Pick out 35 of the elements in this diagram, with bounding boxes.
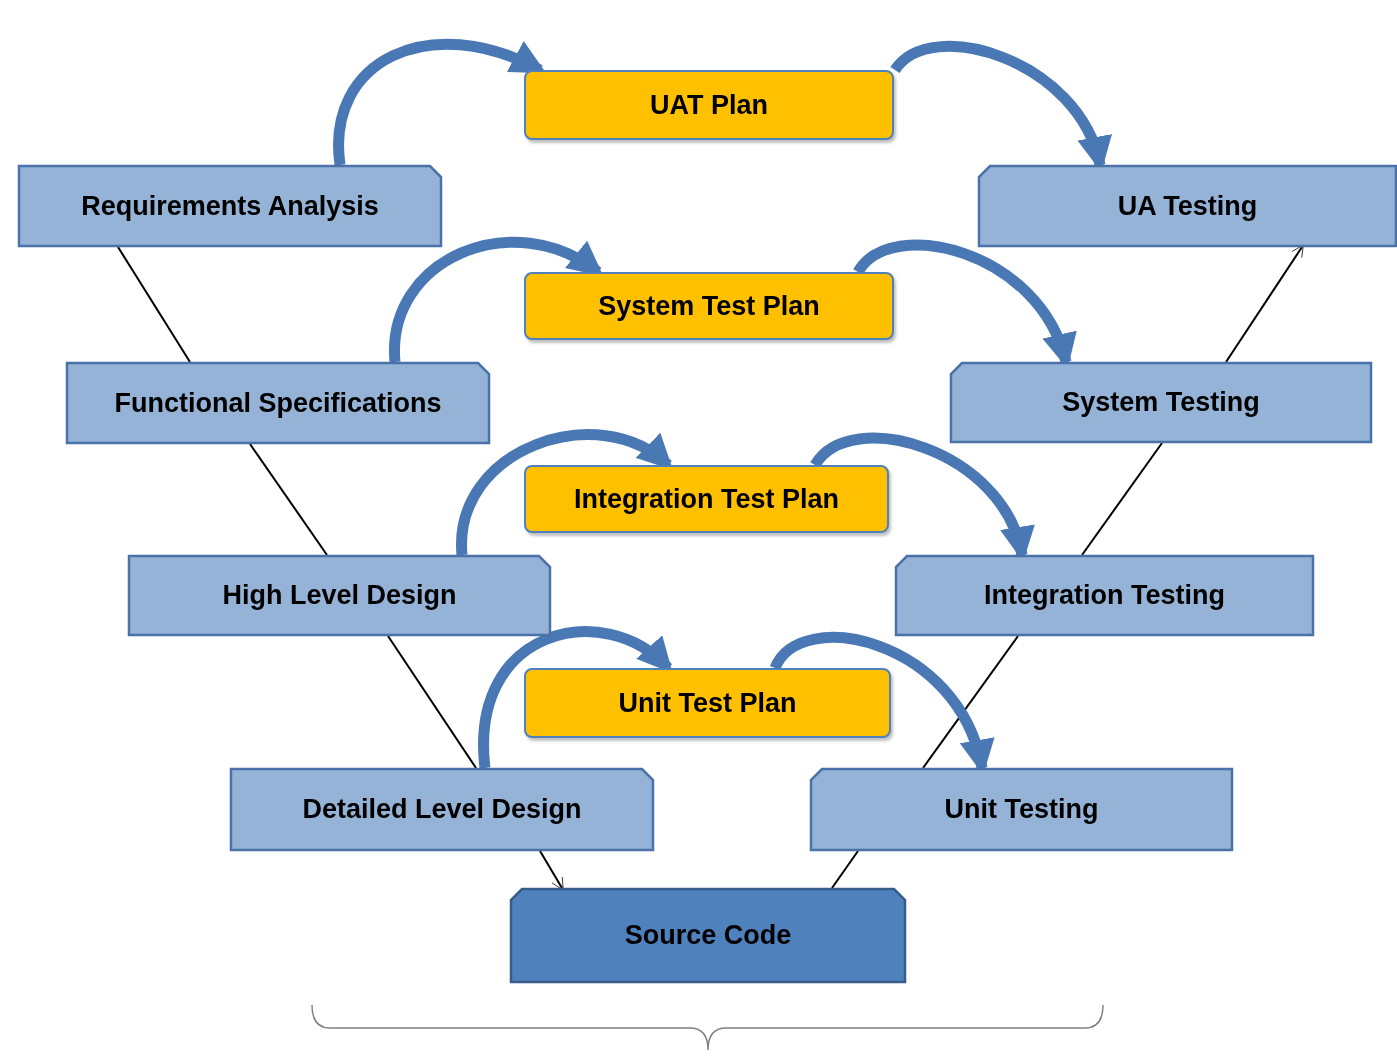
box-label: Unit Test Plan (618, 687, 797, 719)
connector-line (249, 443, 328, 556)
box-label: Unit Testing (944, 794, 1099, 825)
process-box (895, 555, 1314, 636)
curved-arrow (456, 429, 674, 556)
box-label: High Level Design (222, 580, 457, 611)
process-box (18, 165, 442, 247)
connector-line (922, 635, 1019, 769)
curved-arrow (478, 626, 674, 769)
connector-line (387, 635, 477, 769)
process-box (950, 362, 1372, 443)
connector-line (117, 246, 191, 363)
process-box (510, 888, 906, 983)
box-label: Functional Specifications (114, 387, 442, 419)
process-box (978, 165, 1397, 247)
box-label: Requirements Analysis (81, 190, 379, 222)
box-label: UAT Plan (650, 89, 768, 121)
connector-line (831, 850, 859, 889)
plan-box (524, 668, 891, 738)
plan-box (524, 465, 889, 533)
process-box (66, 362, 490, 444)
box-label: Source Code (624, 920, 792, 951)
plan-box (524, 272, 894, 340)
process-box (810, 768, 1233, 851)
plan-box (524, 70, 894, 140)
process-box (128, 555, 551, 636)
curved-arrow (389, 237, 604, 363)
box-label: Detailed Level Design (302, 794, 582, 825)
process-box (230, 768, 654, 851)
box-label: Integration Testing (984, 580, 1225, 611)
box-label: System Testing (1062, 387, 1260, 418)
box-label: Integration Test Plan (574, 483, 839, 515)
box-label: UA Testing (1117, 190, 1258, 222)
box-label: System Test Plan (598, 290, 820, 322)
connector-line (1081, 442, 1163, 556)
